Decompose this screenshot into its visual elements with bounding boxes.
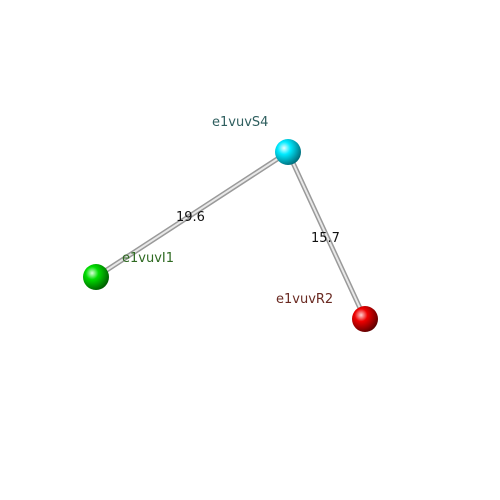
node-i1[interactable] [83,264,109,290]
edge-label-s4-i1: 19.6 [176,210,205,225]
node-s4[interactable] [275,139,301,165]
edge-label-s4-r2: 15.7 [311,231,340,246]
node-label-r2: e1vuvR2 [276,292,333,307]
edge-s4-r2 [285,149,368,322]
node-r2[interactable] [352,306,378,332]
node-label-i1: e1vuvI1 [122,251,174,266]
node-label-s4: e1vuvS4 [212,115,268,130]
edge-s4-i1 [93,149,291,280]
